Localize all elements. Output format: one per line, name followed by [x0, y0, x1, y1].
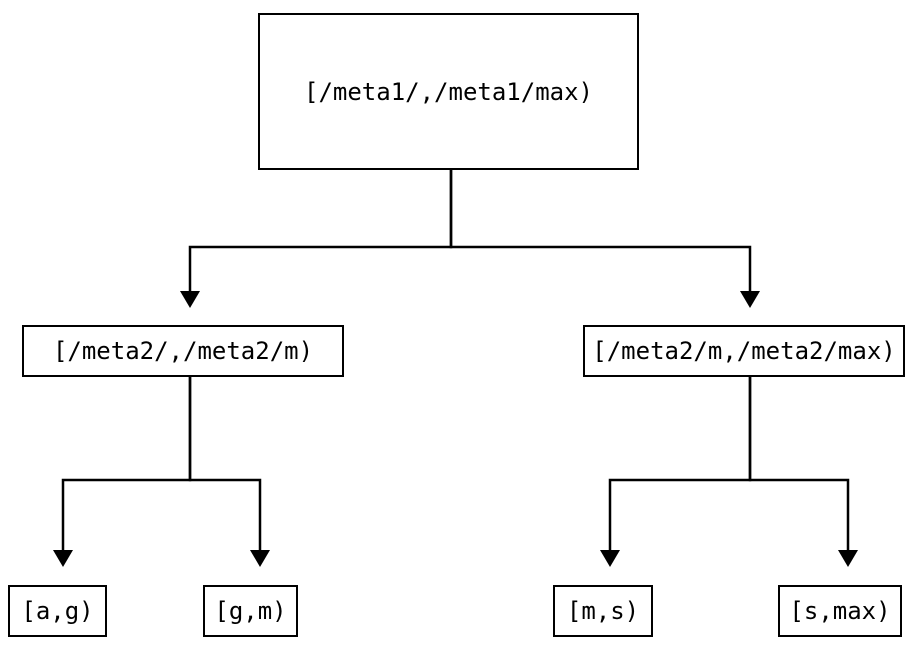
- node-right-child: [/meta2/m,/meta2/max): [583, 325, 905, 377]
- edge-root-to-right-child: [449, 170, 760, 308]
- node-leaf-s-max: [s,max): [778, 585, 902, 637]
- node-left-child-label: [/meta2/,/meta2/m): [52, 337, 314, 365]
- node-leaf-g-m-label: [g,m): [214, 597, 287, 625]
- arrowhead-down-icon: [600, 550, 620, 567]
- node-leaf-a-g: [a,g): [8, 585, 107, 637]
- node-leaf-a-g-label: [a,g): [21, 597, 94, 625]
- node-root: [/meta1/,/meta1/max): [258, 13, 639, 170]
- edge-right-child-to-leaf-m-s: [600, 377, 752, 567]
- arrowhead-down-icon: [53, 550, 73, 567]
- edge-root-to-left-child: [180, 170, 453, 308]
- node-leaf-m-s: [m,s): [553, 585, 653, 637]
- arrowhead-down-icon: [838, 550, 858, 567]
- edge-right-child-to-leaf-s-max: [748, 377, 858, 567]
- arrowhead-down-icon: [180, 291, 200, 308]
- node-right-child-label: [/meta2/m,/meta2/max): [592, 337, 896, 365]
- node-leaf-m-s-label: [m,s): [566, 597, 640, 625]
- arrowhead-down-icon: [740, 291, 760, 308]
- node-root-label: [/meta1/,/meta1/max): [304, 77, 593, 106]
- edge-left-child-to-leaf-g-m: [188, 377, 270, 567]
- node-left-child: [/meta2/,/meta2/m): [22, 325, 344, 377]
- edge-left-child-to-leaf-a-g: [53, 377, 192, 567]
- node-leaf-g-m: [g,m): [203, 585, 298, 637]
- arrowhead-down-icon: [250, 550, 270, 567]
- node-leaf-s-max-label: [s,max): [789, 597, 891, 625]
